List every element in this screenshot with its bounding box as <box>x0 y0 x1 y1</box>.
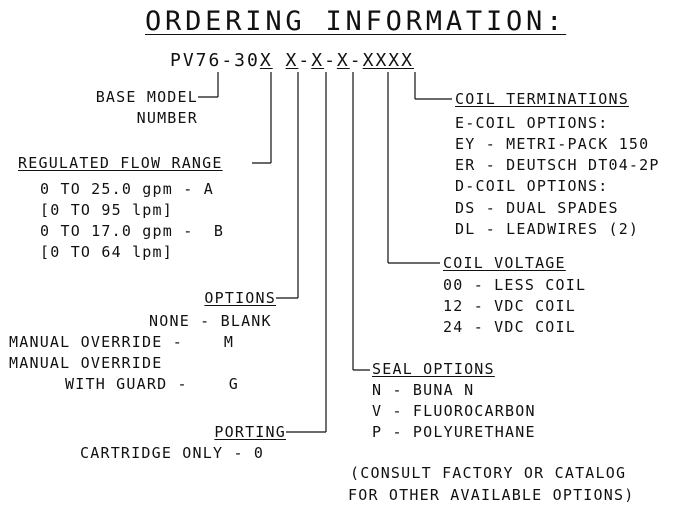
note-line: (CONSULT FACTORY OR CATALOG <box>350 464 627 482</box>
flow-range-line: 0 TO 17.0 gpm - B <box>40 222 225 240</box>
flow-range-heading: REGULATED FLOW RANGE <box>18 154 223 172</box>
model-code-field-seal: X <box>336 50 350 71</box>
coil-terminations-line: DL - LEADWIRES (2) <box>455 220 640 238</box>
seal-options-line: V - FLUOROCARBON <box>372 402 536 420</box>
flow-range-line: [0 TO 64 lpm] <box>40 243 173 261</box>
options-heading: OPTIONS <box>204 289 276 307</box>
options-line: WITH GUARD - G <box>65 375 239 393</box>
options-line: NONE - BLANK <box>149 312 272 330</box>
porting-heading: PORTING <box>214 423 286 441</box>
coil-voltage-line: 00 - LESS COIL <box>443 276 587 294</box>
coil-voltage-line: 24 - VDC COIL <box>443 318 576 336</box>
model-code: PV76-30X X-X-X-XXXX <box>170 50 414 72</box>
seal-options-heading: SEAL OPTIONS <box>372 360 495 378</box>
base-model-label: BASE MODEL <box>95 88 198 106</box>
model-code-field-flow: X <box>259 50 273 71</box>
flow-range-line: 0 TO 25.0 gpm - A <box>40 180 214 198</box>
options-line: MANUAL OVERRIDE <box>9 354 163 372</box>
coil-terminations-line: DS - DUAL SPADES <box>455 199 619 217</box>
base-model-label-2: NUMBER <box>136 109 198 127</box>
model-code-field-coil: XXXX <box>362 50 414 71</box>
flow-range-line: [0 TO 95 lpm] <box>40 201 173 219</box>
coil-terminations-line: ER - DEUTSCH DT04-2P <box>455 156 660 174</box>
model-code-field-options: X <box>285 50 299 71</box>
seal-options-line: P - POLYURETHANE <box>372 423 536 441</box>
coil-terminations-line: EY - METRI-PACK 150 <box>455 135 650 153</box>
model-code-sep: - <box>298 50 312 71</box>
model-code-field-porting: X <box>311 50 325 71</box>
coil-terminations-line: D-COIL OPTIONS: <box>455 177 609 195</box>
model-code-sep: - <box>349 50 363 71</box>
seal-options-line: N - BUNA N <box>372 381 475 399</box>
coil-voltage-line: 12 - VDC COIL <box>443 297 576 315</box>
page-title: ORDERING INFORMATION: <box>145 6 567 37</box>
note-line: FOR OTHER AVAILABLE OPTIONS) <box>348 486 635 504</box>
coil-voltage-heading: COIL VOLTAGE <box>443 254 566 272</box>
model-code-base: PV76-30 <box>170 50 260 71</box>
porting-line: CARTRIDGE ONLY - 0 <box>80 444 265 462</box>
options-line: MANUAL OVERRIDE - M <box>9 333 235 351</box>
coil-terminations-line: E-COIL OPTIONS: <box>455 114 609 132</box>
model-code-sep: - <box>324 50 337 71</box>
coil-terminations-heading: COIL TERMINATIONS <box>455 90 629 108</box>
